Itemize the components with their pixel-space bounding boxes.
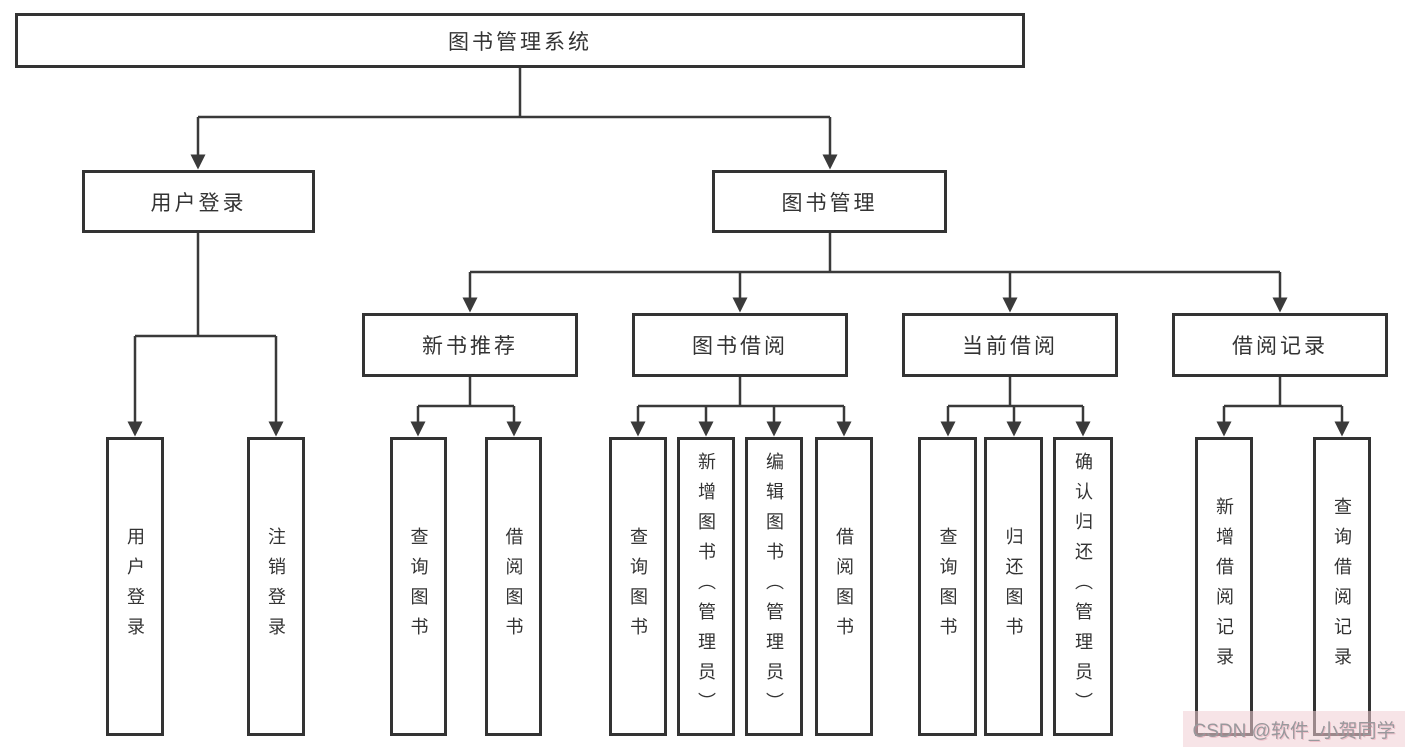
node-rec-borrow-books: 借阅图书 <box>485 437 542 736</box>
node-br-query-record: 查询借阅记录 <box>1313 437 1371 736</box>
node-bb-add-books-admin: 新增图书（管理员） <box>677 437 735 736</box>
node-current-borrow: 当前借阅 <box>902 313 1118 377</box>
node-bb-query-books: 查询图书 <box>609 437 667 736</box>
node-bb-edit-books-admin: 编辑图书（管理员） <box>745 437 803 736</box>
node-br-add-record: 新增借阅记录 <box>1195 437 1253 736</box>
node-user-login: 用户登录 <box>82 170 315 233</box>
node-cb-return-books: 归还图书 <box>984 437 1043 736</box>
node-rec-query-books: 查询图书 <box>390 437 447 736</box>
node-root-system: 图书管理系统 <box>15 13 1025 68</box>
watermark-text: CSDN @软件_小贺同学 <box>1192 720 1396 742</box>
node-borrow-records: 借阅记录 <box>1172 313 1388 377</box>
node-new-book-recommend: 新书推荐 <box>362 313 578 377</box>
node-book-borrow: 图书借阅 <box>632 313 848 377</box>
node-book-management: 图书管理 <box>712 170 947 233</box>
csdn-watermark: CSDN @软件_小贺同学 <box>1183 711 1405 747</box>
node-leaf-logout: 注销登录 <box>247 437 305 736</box>
node-cb-confirm-return-admin: 确认归还（管理员） <box>1053 437 1113 736</box>
node-cb-query-books: 查询图书 <box>918 437 977 736</box>
node-bb-borrow-books: 借阅图书 <box>815 437 873 736</box>
node-leaf-user-login: 用户登录 <box>106 437 164 736</box>
